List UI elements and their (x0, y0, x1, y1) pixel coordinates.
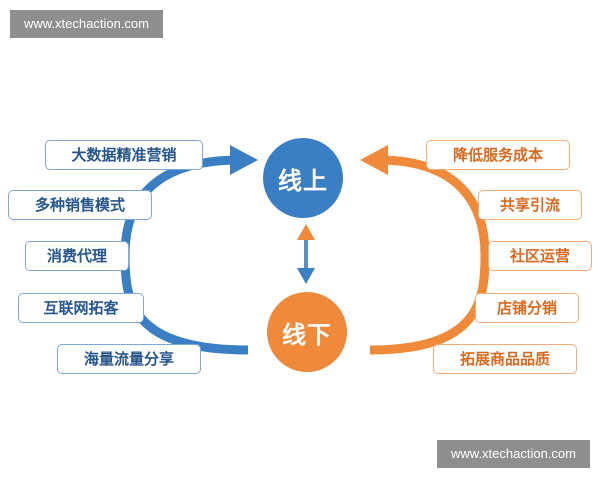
left-item-2: 多种销售模式 (8, 190, 152, 220)
right-item-3: 社区运营 (488, 241, 592, 271)
online-node: 线上 (263, 138, 343, 218)
right-item-4: 店铺分销 (475, 293, 579, 323)
left-item-5: 海量流量分享 (57, 344, 201, 374)
watermark-top: www.xtechaction.com (10, 10, 163, 38)
left-item-1: 大数据精准营销 (45, 140, 203, 170)
left-item-4: 互联网拓客 (18, 293, 144, 323)
up-arrow-icon (297, 224, 315, 240)
right-arrowhead-icon (360, 145, 388, 175)
watermark-bottom: www.xtechaction.com (437, 440, 590, 468)
right-arc-arrow (369, 155, 490, 355)
right-item-2: 共享引流 (478, 190, 582, 220)
left-arrowhead-icon (230, 145, 258, 175)
right-item-5: 拓展商品品质 (433, 344, 577, 374)
down-arrow-icon (297, 268, 315, 284)
left-arc-arrow (120, 155, 249, 355)
left-item-3: 消费代理 (25, 241, 129, 271)
offline-node: 线下 (267, 292, 347, 372)
right-item-1: 降低服务成本 (426, 140, 570, 170)
